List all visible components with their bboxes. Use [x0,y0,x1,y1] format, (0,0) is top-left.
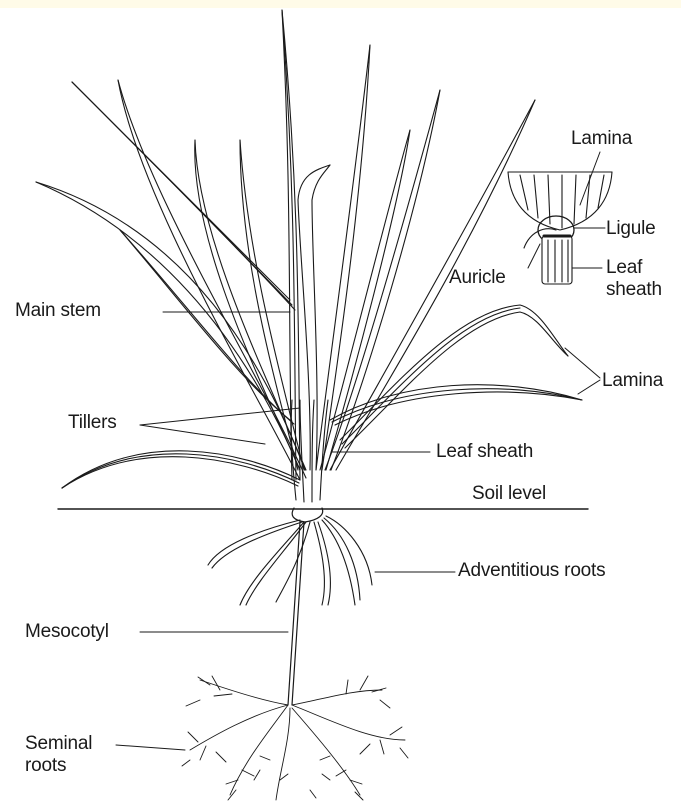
label-soil-level: Soil level [472,483,546,505]
seminal-roots [182,676,408,800]
crown [292,508,323,522]
label-seminal-roots-line1: Seminal [25,733,92,755]
label-seminal-roots: Seminal roots [25,733,92,777]
label-lamina-inset: Lamina [571,128,632,150]
label-seminal-roots-line2: roots [25,755,92,777]
label-leaf-sheath-inset-line2: sheath [606,279,662,301]
label-tillers: Tillers [68,412,117,434]
label-main-stem: Main stem [15,300,101,322]
label-auricle: Auricle [449,267,506,289]
label-leaf-sheath-inset: Leaf sheath [606,257,662,301]
label-leaf-sheath-inset-line1: Leaf [606,257,662,279]
label-mesocotyl: Mesocotyl [25,621,109,643]
label-leaf-sheath: Leaf sheath [436,441,533,463]
label-lamina: Lamina [602,370,663,392]
label-ligule: Ligule [606,218,656,240]
adventitious-roots [208,516,372,605]
leaves [36,10,582,502]
label-adventitious-roots: Adventitious roots [458,560,605,582]
